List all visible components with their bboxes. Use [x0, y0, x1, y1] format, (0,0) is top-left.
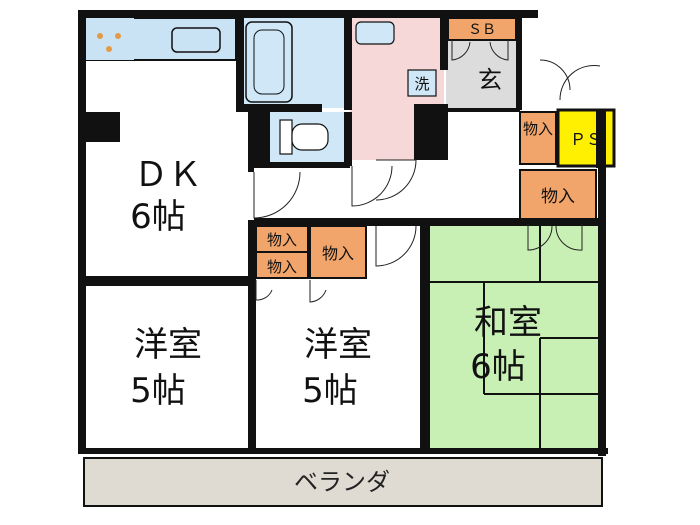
room-label-japanese: 和室 [474, 303, 542, 343]
wall-top [78, 10, 538, 18]
door-swing-wash [375, 159, 417, 201]
wall-kitchen-bath [236, 10, 244, 110]
wall-dk-pillar [86, 112, 120, 142]
shoe-box-label: ＳＢ [468, 22, 496, 38]
stove-burner [97, 33, 103, 39]
wall-entrance-right [516, 10, 522, 110]
room-label-western2: 洋室 [304, 325, 372, 365]
storage-box-small-2 [255, 251, 309, 279]
wall-toilet-left [250, 112, 270, 164]
door-swing-front2 [559, 64, 601, 101]
kitchen-sink [171, 27, 221, 53]
door-swing-storage1 [255, 280, 273, 301]
room-size-western1: 5帖 [130, 371, 186, 411]
veranda-area [83, 457, 603, 507]
wall-dk-hall [248, 112, 254, 172]
pipe-space-label: ＰＳ [570, 130, 602, 149]
storage-label-small-2: 物入 [267, 258, 297, 276]
storage-box-entrance [519, 111, 557, 165]
room-label-western1: 洋室 [134, 325, 202, 365]
room-label-dk: ＤＫ [134, 155, 202, 195]
wall-bath-bottom [236, 104, 322, 112]
wall-left [78, 10, 86, 454]
wall-hall-bottom [254, 218, 604, 226]
entrance-label: 玄 [478, 66, 502, 94]
wall-toilet-right [344, 112, 352, 166]
wall-w2-j [420, 224, 430, 450]
storage-box-western2 [309, 225, 367, 279]
door-swing-western2 [375, 225, 417, 267]
toilet-bowl [291, 123, 329, 151]
door-swing-storage2 [309, 280, 327, 303]
wash-basin [355, 21, 395, 45]
washer-label: 洗 [414, 75, 429, 93]
storage-label-hall: 物入 [541, 187, 575, 207]
wall-dk-bottom [86, 276, 252, 286]
room-size-japanese: 6帖 [470, 347, 526, 387]
wall-toilet-bottom [250, 162, 350, 168]
washing-machine-box [407, 69, 437, 97]
storage-label-small-1: 物入 [267, 231, 297, 249]
storage-box-hall [519, 169, 597, 221]
door-swing-japanese-storage [527, 224, 583, 251]
bathtub-inner [253, 29, 285, 95]
room-size-western2: 5帖 [302, 371, 358, 411]
door-swing-toilet [351, 165, 393, 207]
door-swing-sb [451, 40, 509, 61]
wall-bath-wash [344, 10, 352, 110]
wall-ps-side [596, 110, 606, 168]
bathtub [245, 21, 293, 103]
door-swing-dk [253, 171, 301, 219]
door-swing-front [539, 59, 571, 91]
wall-dk-right [248, 220, 256, 452]
wall-wash-right [414, 104, 448, 160]
stove-top [86, 18, 134, 60]
stove-burner [115, 33, 121, 39]
stove-burner [106, 46, 112, 52]
veranda-label: ベランダ [294, 468, 390, 496]
wall-wash-entrance [440, 10, 448, 70]
room-size-dk: 6帖 [130, 197, 186, 237]
wall-entrance-bottom-left [446, 108, 520, 112]
storage-label-western2: 物入 [322, 244, 354, 263]
wall-right [598, 166, 606, 456]
storage-label-entrance: 物入 [523, 120, 553, 138]
toilet-tank [279, 119, 293, 155]
